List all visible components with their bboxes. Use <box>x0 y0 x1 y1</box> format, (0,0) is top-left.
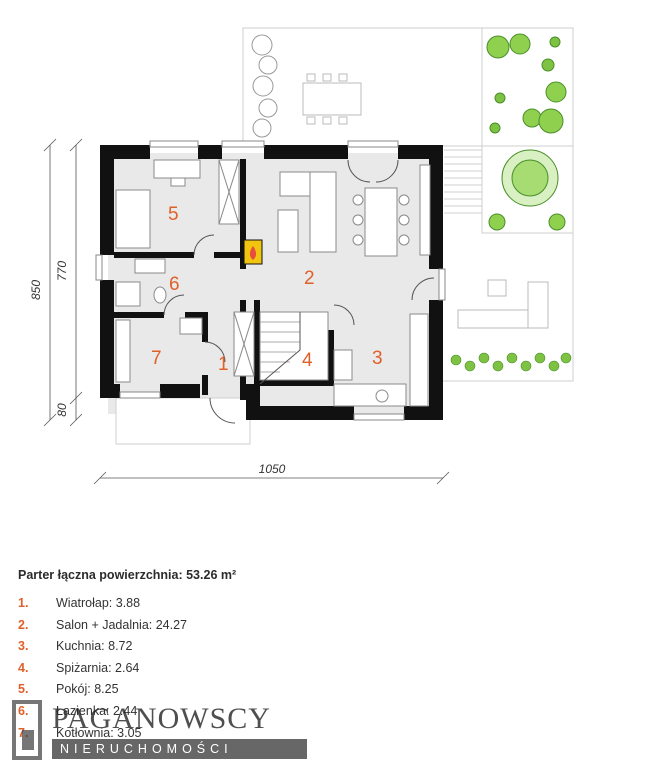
item-text: Salon + Jadalnia: 24.27 <box>56 617 188 632</box>
windows <box>95 140 446 421</box>
dimension-height-total: 850 <box>29 280 43 300</box>
room-number-6: 6 <box>169 274 180 295</box>
item-text: Spiżarnia: 2.64 <box>56 660 140 675</box>
room-number-1: 1 <box>218 354 229 375</box>
hedge-row <box>450 352 572 372</box>
garden-trees <box>486 33 567 231</box>
list-item: 2. Salon + Jadalnia: 24.27 <box>18 618 618 640</box>
outdoor-table <box>302 73 362 125</box>
exterior-walls <box>100 145 443 420</box>
item-number: 6. <box>18 703 29 718</box>
furniture <box>115 159 431 407</box>
dimension-height-porch: 80 <box>55 403 69 417</box>
area-legend: Parter łączna powierzchnia: 53.26 m² 1. W… <box>18 568 618 747</box>
room-number-7: 7 <box>151 348 162 369</box>
outdoor-lounge <box>457 279 549 329</box>
stair-treads <box>259 312 301 385</box>
item-number: 5. <box>18 682 29 697</box>
item-number: 3. <box>18 639 29 654</box>
item-number: 1. <box>18 596 29 610</box>
list-item: 5. Pokój: 8.25 <box>18 682 618 704</box>
list-item: 6. Łazienka: 2.44 <box>18 704 618 726</box>
porch <box>115 397 251 445</box>
item-text: Kotłownia: 3.05 <box>56 725 142 740</box>
list-item: 1. Wiatrołap: 3.88 <box>18 596 618 618</box>
room-number-2: 2 <box>304 268 315 289</box>
item-number: 2. <box>18 617 29 632</box>
legend-list: 1. Wiatrołap: 3.88 2. Salon + Jadalnia: 24… <box>18 596 618 747</box>
floor-plan: 1 2 3 4 5 6 7 850 770 80 1050 <box>29 27 574 485</box>
logo-tagline: NIERUCHOMOŚCI <box>52 739 307 759</box>
legend-title: Parter łączna powierzchnia: 53.26 m² <box>18 568 237 582</box>
dimension-width-total: 1050 <box>259 462 286 476</box>
terrace-steps <box>444 149 482 214</box>
logo-name: PAGANOWSCY <box>52 702 271 735</box>
room-number-3: 3 <box>372 348 383 369</box>
item-number: 4. <box>18 660 29 675</box>
fireplace-icon <box>243 239 263 265</box>
item-text: Kuchnia: 8.72 <box>56 639 133 654</box>
item-text: Pokój: 8.25 <box>56 682 119 697</box>
dimension-lines <box>43 138 450 485</box>
list-item: 4. Spiżarnia: 2.64 <box>18 661 618 683</box>
watermark-logo: PAGANOWSCY NIERUCHOMOŚCI <box>12 698 312 764</box>
item-text: Łazienka: 2.44 <box>56 703 138 718</box>
room-number-4: 4 <box>302 350 313 371</box>
dimension-height-main: 770 <box>55 261 69 281</box>
list-item: 3. Kuchnia: 8.72 <box>18 639 618 661</box>
room-number-5: 5 <box>168 204 179 225</box>
doors <box>163 159 435 424</box>
item-text: Wiatrołap: 3.88 <box>56 596 141 610</box>
logo-mark-icon <box>12 700 42 760</box>
hedge-plants <box>251 34 278 138</box>
